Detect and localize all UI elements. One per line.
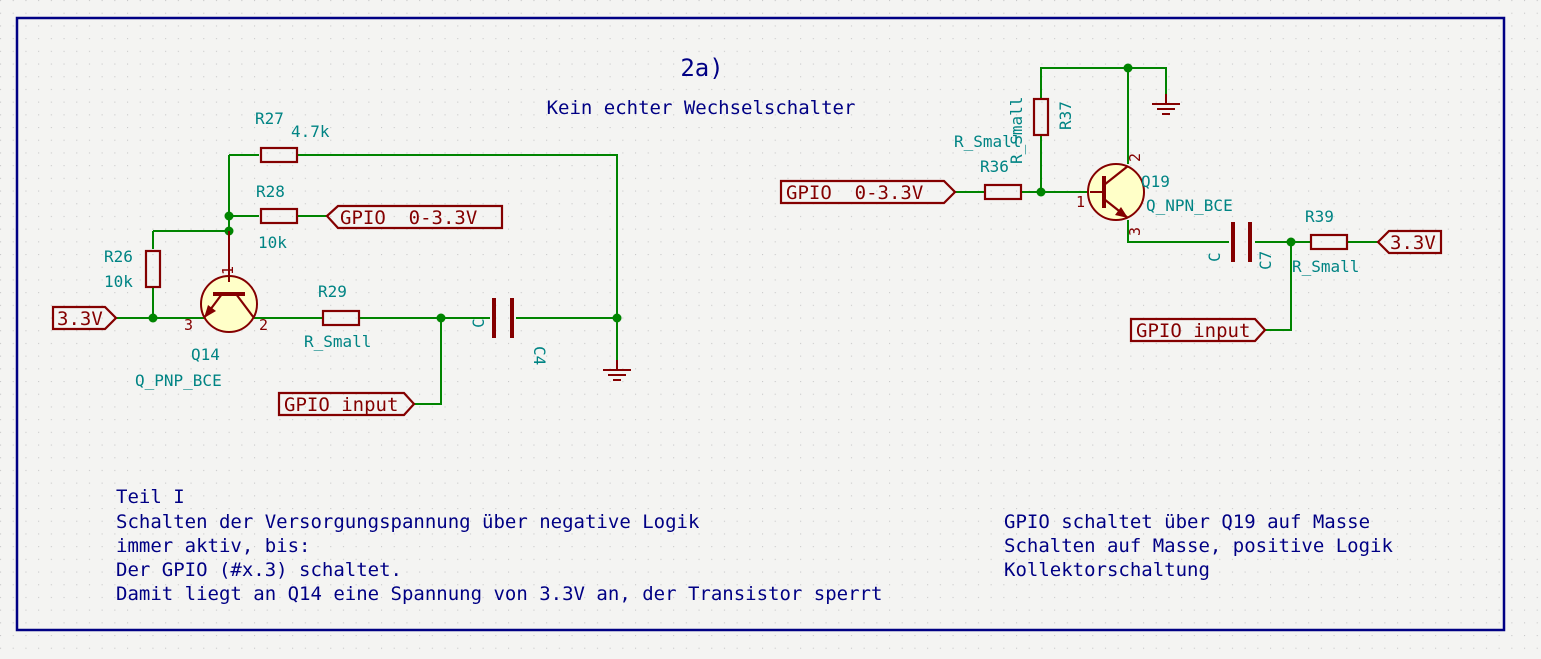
power-left-text: 3.3V <box>57 308 103 330</box>
note-right-line-2: Schalten auf Masse, positive Logik <box>1004 535 1393 557</box>
label-gpio-switch-left: GPIO__0-3.3V <box>325 204 504 230</box>
r27-value: 4.7k <box>291 122 330 141</box>
q19-value: Q_NPN_BCE <box>1146 196 1233 215</box>
q14-pin-1: 1 <box>219 266 237 275</box>
r28-value: 10k <box>258 233 287 252</box>
q19-pin-3: 3 <box>1126 227 1144 236</box>
r36-ref: R36 <box>980 157 1009 176</box>
q14-value: Q_PNP_BCE <box>135 371 222 390</box>
resistor-r26: R26 10k <box>104 247 162 291</box>
q14-ref: Q14 <box>191 345 220 364</box>
r39-ref: R39 <box>1305 207 1334 226</box>
c7-value: C <box>1205 252 1224 262</box>
resistor-r27: R27 4.7k <box>255 109 330 164</box>
ground-symbol-right <box>1152 94 1180 115</box>
capacitor-c7: C C7 <box>1205 222 1275 270</box>
r29-ref: R29 <box>318 282 347 301</box>
notes-right: GPIO schaltet über Q19 auf Masse Schalte… <box>1004 511 1393 581</box>
resistor-r36: R_Small R36 <box>954 132 1023 201</box>
note-left-line-5: Damit liegt an Q14 eine Spannung von 3.3… <box>116 583 882 605</box>
capacitor-c4: C C4 <box>469 298 549 365</box>
note-left-line-3: immer aktiv, bis: <box>116 535 310 557</box>
r37-ref: R37 <box>1056 101 1075 130</box>
label-gpio-switch-right: GPIO__0-3.3V <box>779 179 957 205</box>
r26-value: 10k <box>104 272 133 291</box>
gpio-switch-left-text: GPIO__0-3.3V <box>340 207 477 229</box>
power-right-text: 3.3V <box>1390 232 1436 254</box>
label-power-right: 3.3V <box>1376 229 1443 255</box>
r36-value: R_Small <box>954 132 1021 151</box>
note-left-line-2: Schalten der Versorgungspannung über neg… <box>116 511 700 533</box>
note-left-line-4: Der GPIO (#x.3) schaltet. <box>116 559 402 581</box>
r37-value: R_Small <box>1007 97 1026 164</box>
note-left-line-1: Teil I <box>116 486 185 508</box>
transistor-q14: 1 2 3 Q14 Q_PNP_BCE <box>135 231 268 390</box>
r28-ref: R28 <box>256 182 285 201</box>
r26-ref: R26 <box>104 247 133 266</box>
note-right-line-3: Kollektorschaltung <box>1004 559 1210 581</box>
r29-value: R_Small <box>304 332 371 351</box>
c4-value: C <box>469 318 488 328</box>
right-circuit: R37 R_Small R_Small R36 R39 R_Small C C7 <box>779 63 1443 581</box>
gpio-switch-right-text: GPIO__0-3.3V <box>786 182 923 204</box>
label-power-left: 3.3V <box>51 305 118 331</box>
gpio-input-left-text: GPIO_input <box>284 394 398 416</box>
label-gpio-input-right: GPIO_input <box>1129 317 1267 343</box>
left-circuit: R27 4.7k R28 10k R26 10k R29 R_Small C C… <box>51 109 882 605</box>
q19-pin-2: 2 <box>1126 153 1144 162</box>
q14-pin-3: 3 <box>184 316 193 334</box>
note-right-line-1: GPIO schaltet über Q19 auf Masse <box>1004 511 1370 533</box>
q19-ref: Q19 <box>1141 172 1170 191</box>
r39-value: R_Small <box>1292 257 1359 276</box>
label-gpio-input-left: GPIO_input <box>277 391 416 417</box>
resistor-r37: R37 R_Small <box>1007 97 1075 164</box>
gpio-input-right-text: GPIO_input <box>1136 320 1250 342</box>
notes-left: Teil I Schalten der Versorgungspannung ü… <box>116 486 882 605</box>
right-wires <box>954 67 1378 331</box>
title: 2a) <box>680 54 723 82</box>
left-junctions <box>148 211 622 323</box>
q14-pin-2: 2 <box>259 316 268 334</box>
resistor-r28: R28 10k <box>256 182 299 252</box>
resistor-r29: R29 R_Small <box>304 282 371 351</box>
q19-pin-1: 1 <box>1076 193 1085 211</box>
right-junctions <box>1036 63 1296 247</box>
r27-ref: R27 <box>255 109 284 128</box>
c7-ref: C7 <box>1256 251 1275 270</box>
ground-symbol-left <box>603 360 631 381</box>
subtitle: Kein echter Wechselschalter <box>547 97 856 119</box>
c4-ref: C4 <box>530 346 549 365</box>
transistor-q19: 1 2 3 Q19 Q_NPN_BCE <box>1076 153 1233 236</box>
resistor-r39: R39 R_Small <box>1292 207 1359 276</box>
sheet-border <box>15 16 1506 632</box>
